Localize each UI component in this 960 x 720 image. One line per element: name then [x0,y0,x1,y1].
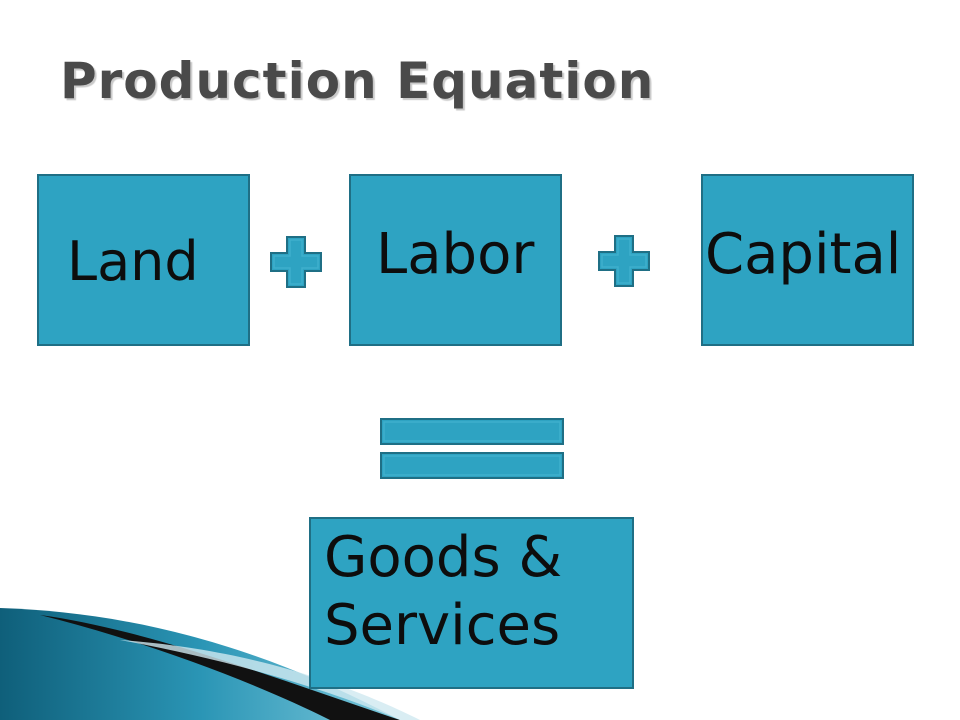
land-label: Land [67,230,199,293]
land-box: Land [37,174,250,346]
goods-services-label: Goods & Services [324,525,563,658]
labor-label: Labor [376,222,535,287]
land-box-fill [39,176,248,344]
capital-box: Capital [701,174,914,346]
plus-icon [598,235,650,287]
capital-box-fill [703,176,912,344]
labor-box: Labor [349,174,562,346]
capital-label: Capital [705,222,902,287]
labor-box-fill [351,176,560,344]
slide-title: Production Equation [60,52,655,110]
plus-icon [270,236,322,288]
goods-box-fill [311,519,632,687]
equals-icon [380,418,564,479]
goods-services-box: Goods & Services [309,517,634,689]
